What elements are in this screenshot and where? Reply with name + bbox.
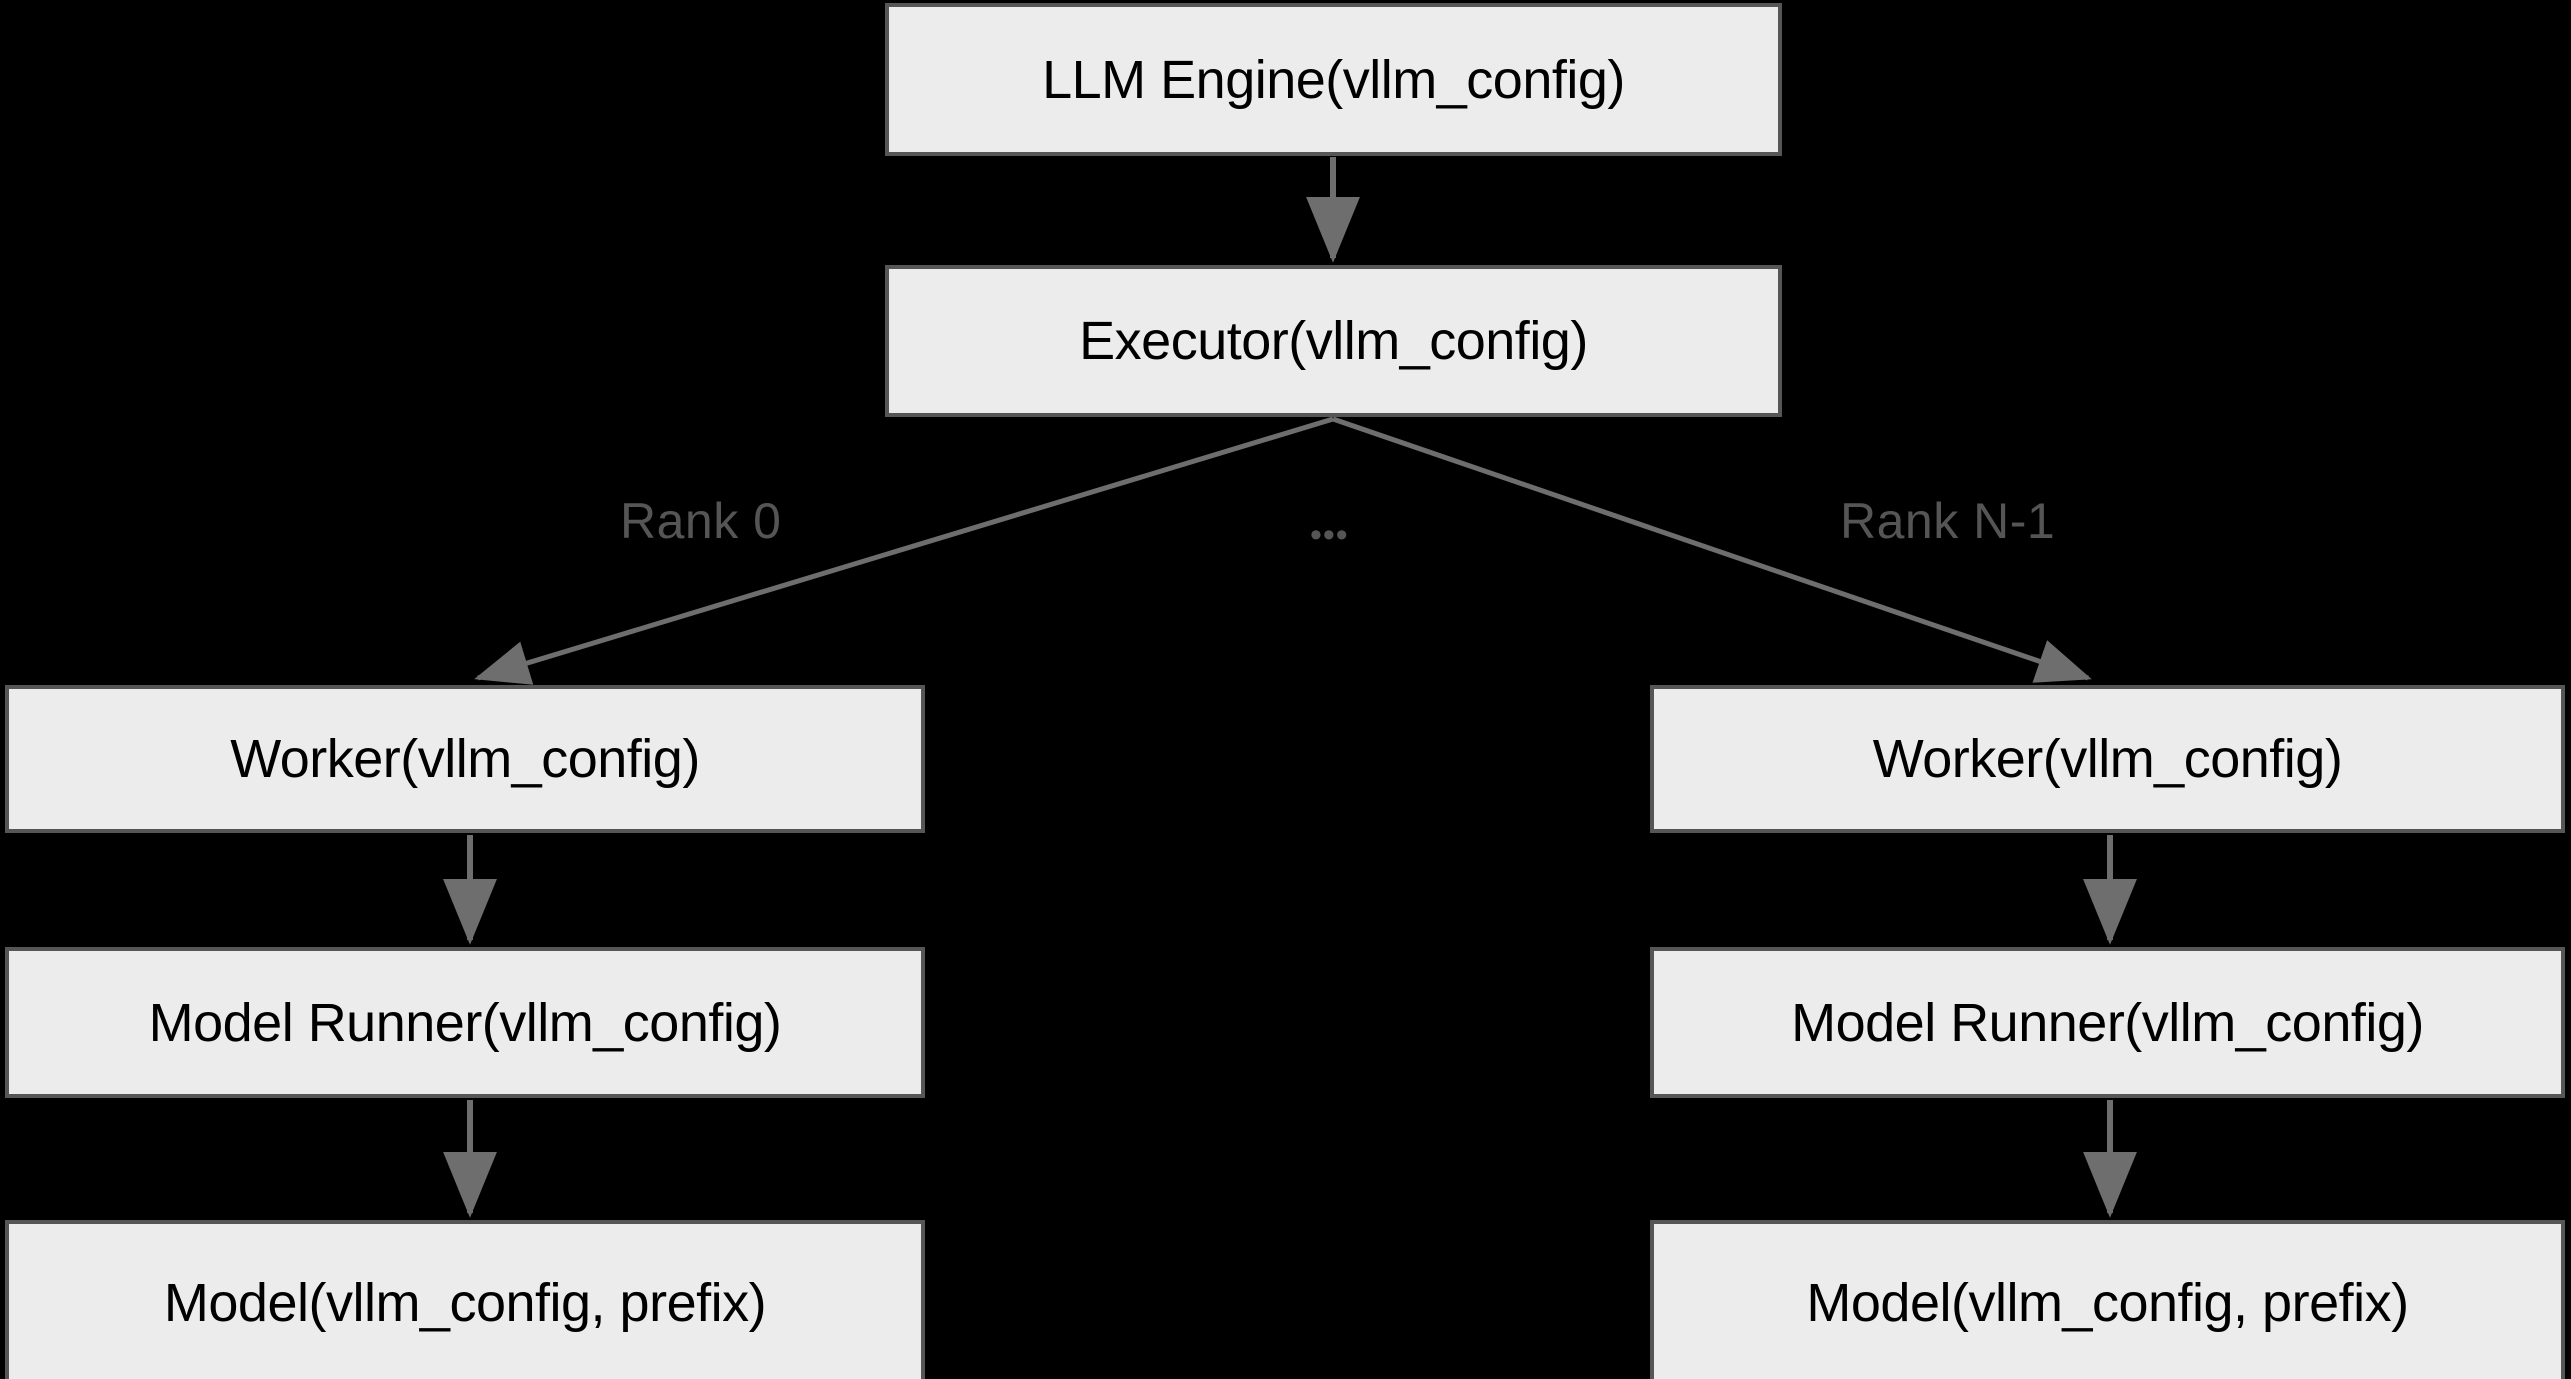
edge-label-ellipsis: ••• (1310, 516, 1349, 554)
edge-label-rank-0: Rank 0 (620, 493, 782, 549)
node-llm-engine[interactable]: LLM Engine(vllm_config) (885, 3, 1782, 156)
node-executor[interactable]: Executor(vllm_config) (885, 265, 1782, 417)
node-worker-rank-0[interactable]: Worker(vllm_config) (5, 685, 925, 833)
node-model-rank-n[interactable]: Model(vllm_config, prefix) (1650, 1220, 2565, 1379)
edge-label-rank-n: Rank N-1 (1840, 493, 2056, 549)
node-model-runner-rank-0[interactable]: Model Runner(vllm_config) (5, 947, 925, 1098)
node-worker-rank-n[interactable]: Worker(vllm_config) (1650, 685, 2565, 833)
edge-executor-to-worker-0 (474, 416, 1334, 685)
node-model-runner-rank-n[interactable]: Model Runner(vllm_config) (1650, 947, 2565, 1098)
node-model-rank-0[interactable]: Model(vllm_config, prefix) (5, 1220, 925, 1379)
